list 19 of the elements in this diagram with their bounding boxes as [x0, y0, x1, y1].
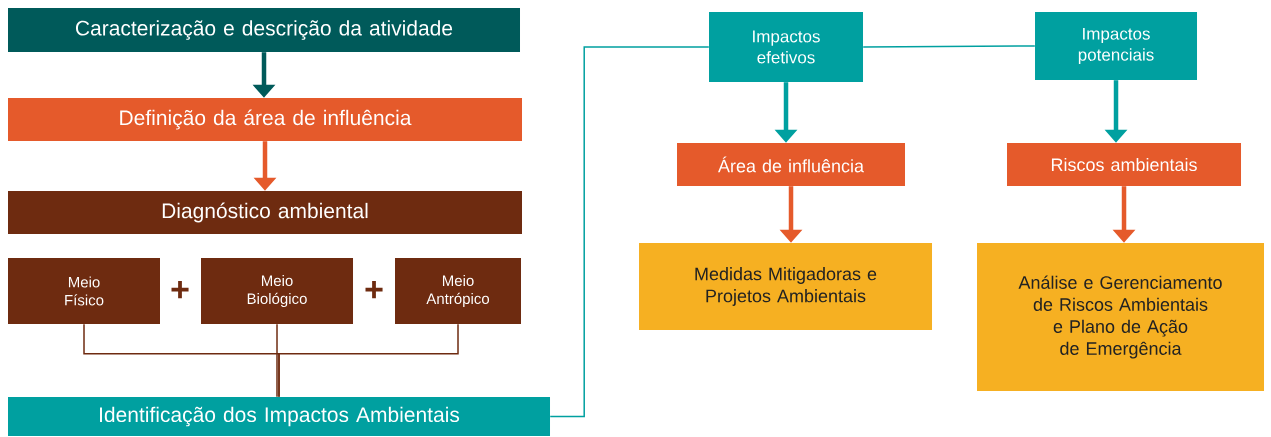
process-box: Definição da área de influência — [8, 98, 522, 141]
category-box: Meio Físico — [8, 258, 160, 324]
connector-line — [862, 45, 1036, 48]
plus-sign: + — [171, 281, 189, 299]
connector-line — [549, 46, 710, 418]
result-box: Análise e Gerenciamento de Riscos Ambientais e Plano de Ação de Emergência — [977, 243, 1264, 391]
connector-line — [276, 323, 278, 398]
category-box: Meio Antrópico — [395, 258, 521, 324]
connector-line — [278, 323, 459, 398]
process-box: Identificação dos Impactos Ambientais — [8, 397, 550, 436]
process-box: Área de influência — [677, 143, 905, 186]
category-box: Meio Biológico — [201, 258, 353, 324]
process-box: Riscos ambientais — [1007, 143, 1241, 186]
plus-sign: + — [365, 281, 383, 299]
impact-box: Impactos potenciais — [1035, 12, 1197, 80]
process-box: Caracterização e descrição da atividade — [8, 8, 520, 52]
process-box: Diagnóstico ambiental — [8, 191, 522, 234]
impact-box: Impactos efetivos — [709, 12, 863, 82]
result-box: Medidas Mitigadoras e Projetos Ambientais — [639, 243, 932, 330]
